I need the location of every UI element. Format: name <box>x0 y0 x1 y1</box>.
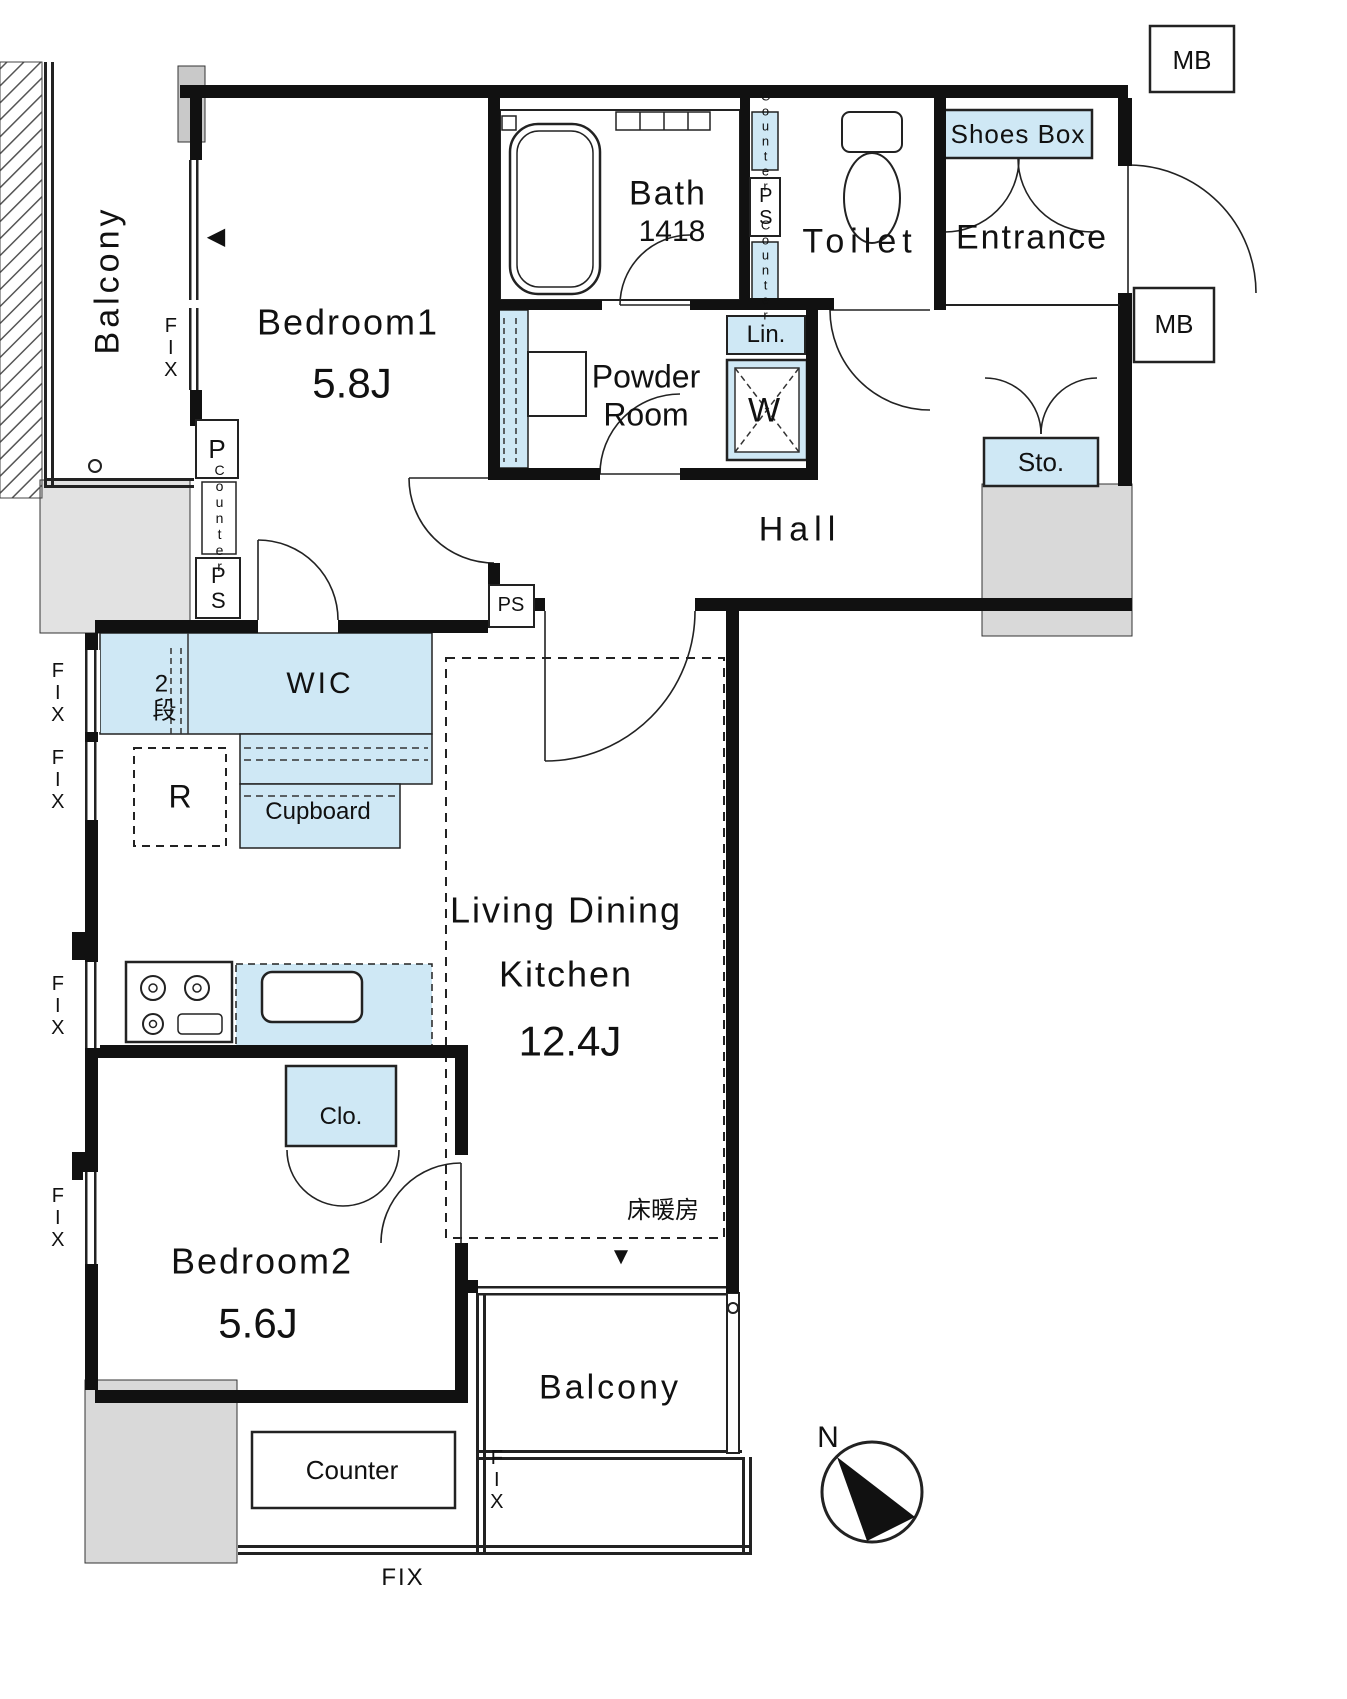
direction-marker-left: ◀ <box>206 223 226 251</box>
kitchen-fixtures <box>124 960 364 1044</box>
bedroom2-name: Bedroom2 <box>170 1240 354 1282</box>
bedroom2-area: 5.6J <box>218 1299 298 1347</box>
meter-boxes <box>1132 24 1236 364</box>
counter-strip-label-2: Counter <box>758 217 774 323</box>
ps-left-label: PS <box>205 563 231 613</box>
shelf-2dan-label: 2段 <box>147 670 175 722</box>
shoes-box-label: Shoes Box <box>950 118 1086 149</box>
balcony-bottom-structure <box>238 1286 752 1555</box>
direction-marker-down: ▼ <box>609 1243 633 1271</box>
windows <box>83 160 1120 1264</box>
toilet-fixture <box>841 111 903 244</box>
fix-label-left-1: FIX <box>46 660 69 726</box>
balcony-bottom-label: Balcony <box>539 1368 681 1407</box>
counter-strip-label-1: Counter <box>758 88 774 194</box>
refrigerator-label: R <box>168 778 192 815</box>
wic-label: WIC <box>286 666 354 700</box>
fix-label-left-2: FIX <box>46 747 69 813</box>
balcony-left-structure <box>0 61 194 499</box>
ldk-label-line1: Living Dining <box>449 889 683 931</box>
counter-strip-1 <box>751 111 779 171</box>
closet-label: Clo. <box>319 1103 363 1131</box>
north-label: N <box>817 1420 839 1454</box>
floor-heating-label: 床暖房 <box>627 1197 699 1225</box>
grill <box>177 1013 223 1035</box>
wic-lower-shelf <box>239 733 433 785</box>
service-boxes <box>195 177 781 628</box>
entrance-label: Entrance <box>955 218 1109 257</box>
bath-shelf <box>615 111 711 131</box>
cupboard-area <box>239 783 401 849</box>
fix-label-left-3: FIX <box>46 973 69 1039</box>
powder-room-label-line1: Powder <box>591 358 701 395</box>
counter-left-label: Counter <box>211 462 228 574</box>
fix-label-bottom-vertical: FIX <box>485 1447 508 1513</box>
balcony-left-label: Balcony <box>88 205 127 355</box>
storage-details <box>170 318 800 797</box>
ldk-area: 12.4J <box>518 1017 622 1065</box>
counter-bottom-label: Counter <box>305 1454 399 1485</box>
linen-area <box>726 315 806 355</box>
toilet-label: Toilet <box>802 222 918 261</box>
counter-strip-2 <box>751 241 779 301</box>
bath-size: 1418 <box>638 214 706 248</box>
linen-label: Lin. <box>746 321 786 349</box>
ps-hall-label: PS <box>497 594 525 617</box>
storage-area <box>982 436 1100 488</box>
bath-name: Bath <box>629 174 707 213</box>
mb-right-label: MB <box>1154 308 1194 339</box>
doors <box>257 157 1257 1244</box>
storage-label: Sto. <box>1017 446 1065 477</box>
fix-label-bedroom1: FIX <box>159 315 182 381</box>
p-label: P <box>208 433 226 464</box>
fix-label-left-4: FIX <box>46 1185 69 1251</box>
ps-top-label: PS <box>754 185 777 229</box>
compass <box>820 1440 924 1544</box>
counter-bottom-box <box>250 1430 457 1510</box>
refrigerator-space <box>133 747 227 847</box>
cupboard-label: Cupboard <box>265 798 371 826</box>
powder-room-label-line2: Room <box>603 396 689 433</box>
walls <box>72 85 1132 1403</box>
ldk-label-line2: Kitchen <box>498 953 634 995</box>
fix-label-bottom: FIX <box>381 1564 425 1592</box>
north-needle <box>837 1457 915 1541</box>
sink <box>260 970 364 1024</box>
washer-label: W <box>747 391 781 430</box>
bedroom1-name: Bedroom1 <box>256 301 440 343</box>
closet-area <box>284 1064 398 1148</box>
ldk-dashed-boundary <box>445 657 725 1239</box>
mb-top-label: MB <box>1172 44 1212 75</box>
bedroom1-area: 5.8J <box>312 359 392 407</box>
bath-unit <box>499 109 741 301</box>
vanity <box>527 351 587 417</box>
hall-label: Hall <box>758 510 842 549</box>
